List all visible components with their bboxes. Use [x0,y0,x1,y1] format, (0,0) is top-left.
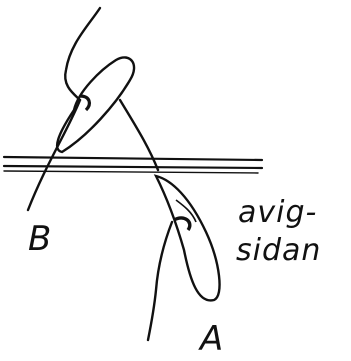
strand-a [118,98,174,342]
note-line-1: avig- [238,195,317,230]
horizontal-rail [2,155,264,174]
loop-a [153,174,221,302]
label-b: B [28,219,51,259]
loop-b [55,56,136,154]
label-a: A [198,319,223,359]
note-line-2: sidan [236,233,321,268]
strand-b [26,6,102,212]
